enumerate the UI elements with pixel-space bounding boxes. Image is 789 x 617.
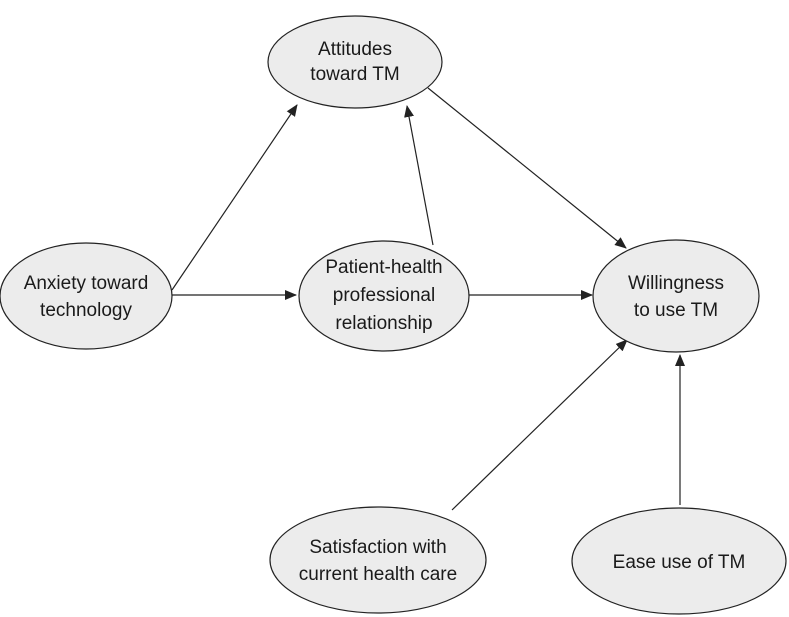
- node-satisfaction-shape: [269, 506, 487, 614]
- node-willingness-to-use-tm: Willingness to use TM: [592, 239, 760, 353]
- node-satisfaction-label-line2: current health care: [299, 564, 457, 585]
- edge-attitudes-to-willingness: [427, 87, 627, 249]
- node-willingness-shape: [592, 239, 760, 353]
- node-satisfaction-with-current-health-care: Satisfaction with current health care: [269, 506, 487, 614]
- node-willingness-label-line2: to use TM: [634, 300, 718, 321]
- edge-anxiety-to-attitudes: [171, 104, 298, 291]
- node-ease-use-of-tm: Ease use of TM: [571, 507, 787, 615]
- node-satisfaction-label-line1: Satisfaction with: [309, 537, 446, 558]
- node-anxiety-toward-technology: Anxiety toward technology: [0, 242, 173, 350]
- node-attitudes-label-line2: toward TM: [310, 64, 399, 85]
- node-anxiety-label-line1: Anxiety toward: [24, 273, 149, 294]
- node-relationship-label-line3: relationship: [335, 313, 432, 334]
- edge-relationship-to-attitudes: [404, 105, 434, 246]
- node-ease-label: Ease use of TM: [613, 552, 746, 573]
- node-attitudes-shape: [267, 15, 443, 109]
- node-willingness-label-line1: Willingness: [628, 273, 724, 294]
- node-attitudes-label-line1: Attitudes: [318, 39, 392, 60]
- node-anxiety-label-line2: technology: [40, 300, 132, 321]
- node-attitudes-toward-tm: Attitudes toward TM: [267, 15, 443, 109]
- node-anxiety-shape: [0, 242, 173, 350]
- node-relationship-label-line2: professional: [333, 285, 435, 306]
- node-relationship-label-line1: Patient-health: [325, 257, 442, 278]
- node-patient-health-professional-relationship: Patient-health professional relationship: [298, 240, 470, 352]
- edge-satisfaction-to-willingness: [451, 339, 628, 511]
- node-ease-shape: [571, 507, 787, 615]
- edges: [171, 87, 685, 511]
- node-relationship-shape: [298, 240, 470, 352]
